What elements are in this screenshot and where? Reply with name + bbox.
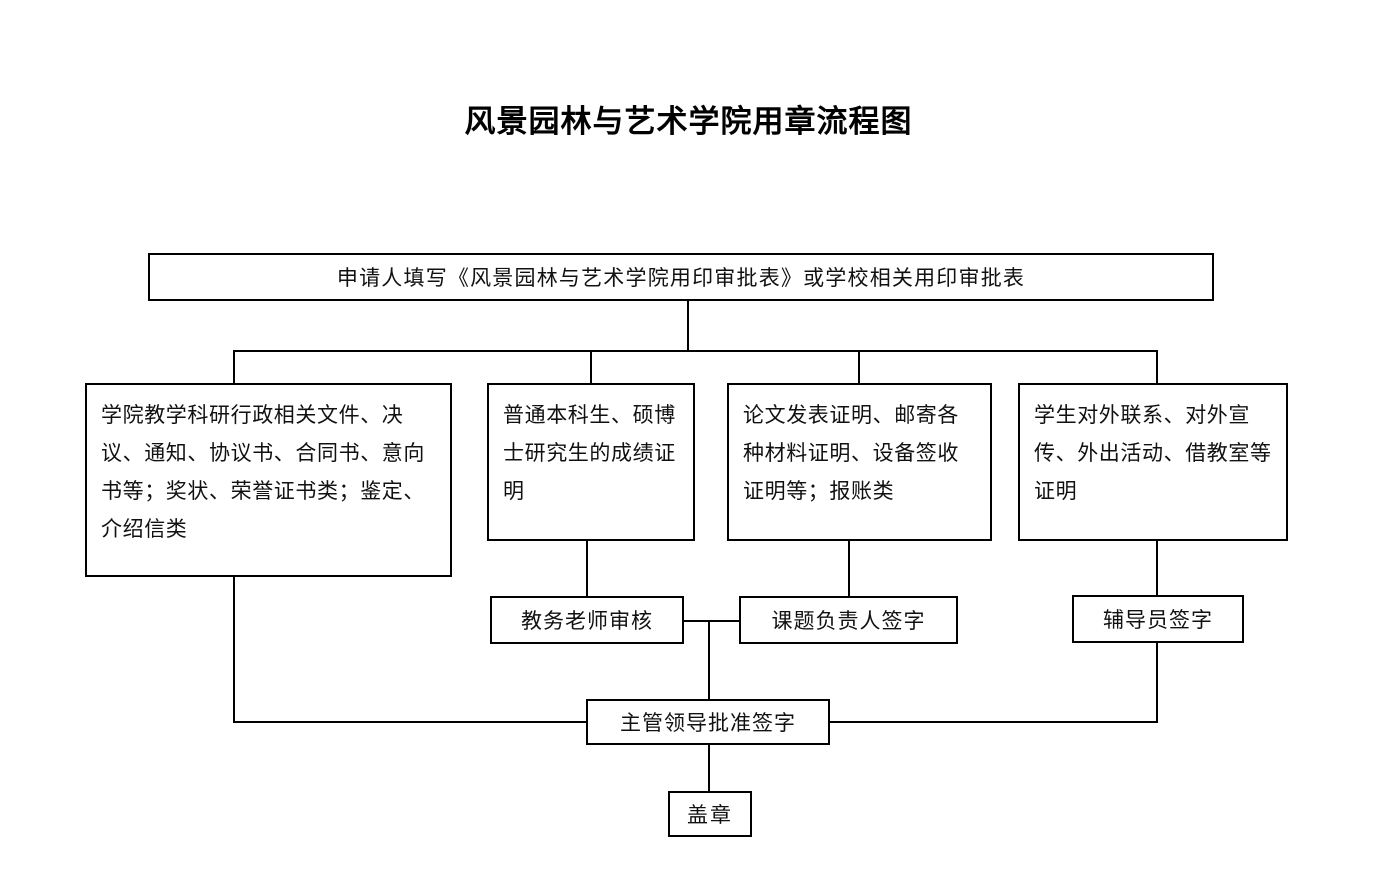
connector-cat4-to-counselor xyxy=(1156,541,1158,596)
connector-leader-to-stamp xyxy=(708,745,710,792)
node-supervisor-approval[interactable]: 主管领导批准签字 xyxy=(586,699,830,745)
connector-bus-to-cat1 xyxy=(233,350,235,384)
node-counselor-signature-label: 辅导员签字 xyxy=(1103,608,1213,632)
connector-distribution-bus xyxy=(233,350,1158,352)
node-stamp-label: 盖章 xyxy=(687,803,733,827)
connector-cat3-to-project xyxy=(848,541,850,597)
connector-cat2-to-academic xyxy=(586,541,588,597)
node-project-leader-signature-label: 课题负责人签字 xyxy=(771,609,926,633)
node-project-leader-signature[interactable]: 课题负责人签字 xyxy=(739,596,958,644)
connector-counselor-down xyxy=(1156,643,1158,723)
node-category-student-affairs[interactable]: 学生对外联系、对外宣传、外出活动、借教室等证明 xyxy=(1018,383,1288,541)
page-title: 风景园林与艺术学院用章流程图 xyxy=(464,104,913,140)
connector-academic-to-project xyxy=(684,620,740,622)
node-category-student-affairs-label: 学生对外联系、对外宣传、外出活动、借教室等证明 xyxy=(1034,403,1272,503)
connector-apply-to-bus xyxy=(687,301,689,351)
node-category-documents[interactable]: 学院教学科研行政相关文件、决议、通知、协议书、合同书、意向书等；奖状、荣誉证书类… xyxy=(85,383,452,577)
node-category-research-proof[interactable]: 论文发表证明、邮寄各种材料证明、设备签收证明等；报账类 xyxy=(727,383,992,541)
node-apply-form[interactable]: 申请人填写《风景园林与艺术学院用印审批表》或学校相关用印审批表 xyxy=(148,253,1214,301)
node-category-research-proof-label: 论文发表证明、邮寄各种材料证明、设备签收证明等；报账类 xyxy=(743,403,959,503)
connector-bus-to-cat3 xyxy=(858,350,860,384)
node-academic-teacher-review-label: 教务老师审核 xyxy=(521,609,653,633)
node-counselor-signature[interactable]: 辅导员签字 xyxy=(1072,595,1244,643)
connector-cat1-to-leader xyxy=(233,721,588,723)
connector-bus-to-cat4 xyxy=(1156,350,1158,384)
node-academic-teacher-review[interactable]: 教务老师审核 xyxy=(490,596,684,644)
node-apply-form-label: 申请人填写《风景园林与艺术学院用印审批表》或学校相关用印审批表 xyxy=(336,266,1026,290)
connector-counselor-to-leader xyxy=(829,721,1158,723)
node-category-documents-label: 学院教学科研行政相关文件、决议、通知、协议书、合同书、意向书等；奖状、荣誉证书类… xyxy=(101,403,425,541)
node-category-transcripts[interactable]: 普通本科生、硕博士研究生的成绩证明 xyxy=(487,383,695,541)
node-category-transcripts-label: 普通本科生、硕博士研究生的成绩证明 xyxy=(503,403,676,503)
node-supervisor-approval-label: 主管领导批准签字 xyxy=(620,711,796,735)
connector-cat1-down xyxy=(233,577,235,723)
node-stamp[interactable]: 盖章 xyxy=(668,791,752,837)
connector-approval-junction-to-leader xyxy=(708,620,710,700)
connector-bus-to-cat2 xyxy=(590,350,592,384)
